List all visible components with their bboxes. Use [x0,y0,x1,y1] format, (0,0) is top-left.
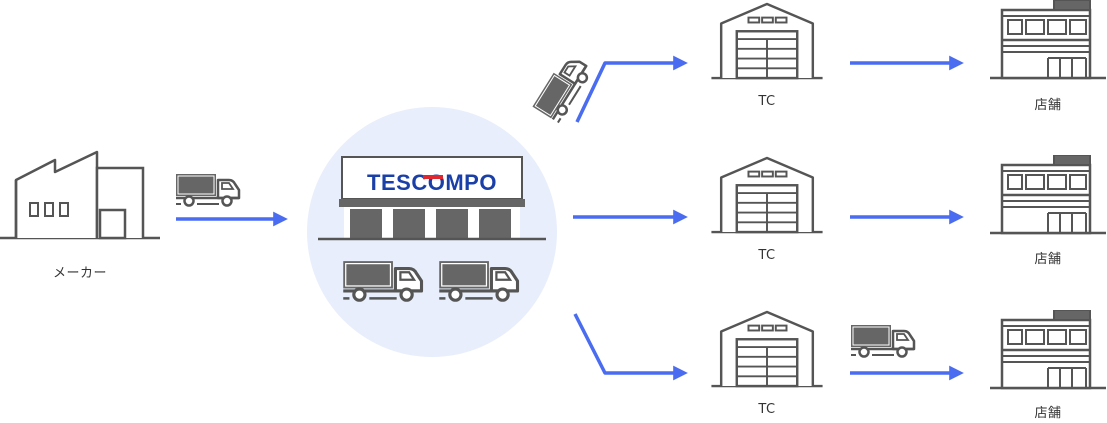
truck-icon [531,51,594,125]
store-building-icon [990,155,1106,235]
maker-label: メーカー [52,266,107,281]
truck-icon [175,172,241,207]
tc-label-middle: TC [758,248,776,263]
warehouse-icon [710,310,824,388]
store-label-middle: 店舗 [1034,252,1062,267]
factory-icon [0,150,160,240]
logo-text: TESCOMPO [367,170,497,195]
warehouse-icon [710,156,824,234]
warehouse-icon [710,2,824,80]
arrow-hub-to-tc-bottom [573,313,688,381]
logo-accent-mark [423,175,443,179]
store-building-icon [990,0,1106,80]
logistics-center-icon [307,107,557,357]
store-label-bottom: 店舗 [1034,406,1062,421]
tc-label-top: TC [758,94,776,109]
truck-icon [850,323,916,358]
arrow-hub-to-tc-top [575,55,688,123]
store-label-top: 店舗 [1034,98,1062,113]
tc-label-bottom: TC [758,402,776,417]
store-building-icon [990,310,1106,390]
